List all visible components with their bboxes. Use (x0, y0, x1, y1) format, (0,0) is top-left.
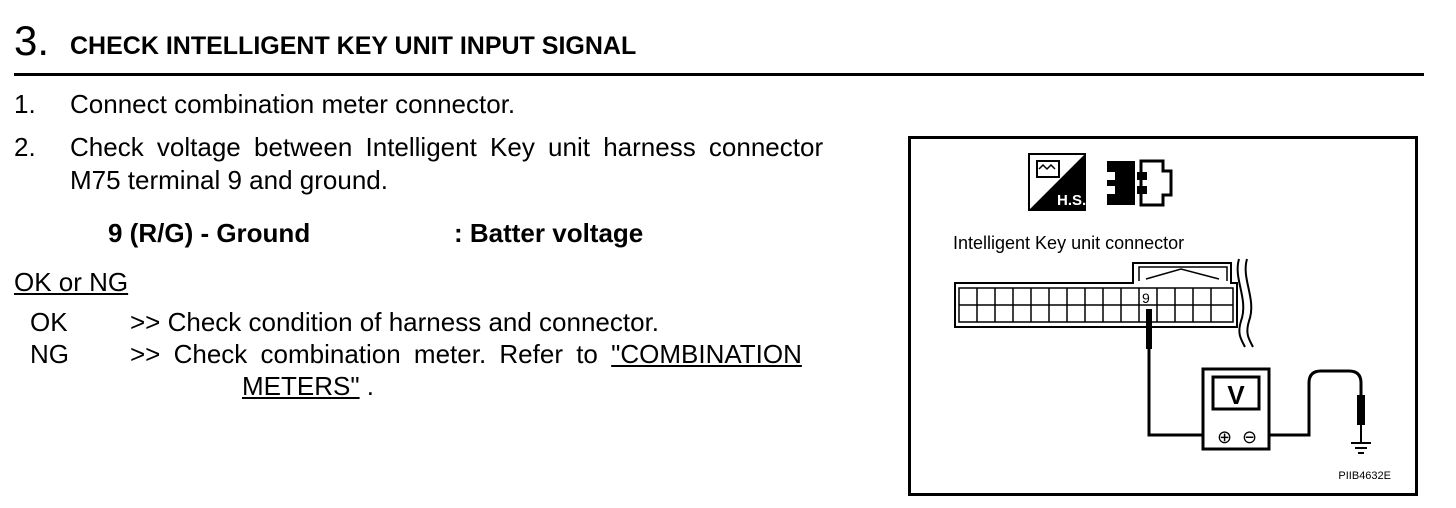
ng-label: NG (30, 339, 69, 369)
spec-terminal: 9 (R/G) - Ground (108, 218, 311, 248)
figure-id: PIIB4632E (1338, 470, 1391, 482)
connector-icon (1103, 159, 1173, 207)
combination-meters-link-part1[interactable]: "COMBINATION (611, 339, 802, 369)
positive-terminal-icon: ⊕ (1217, 427, 1232, 448)
terminal-9-label: 9 (1142, 290, 1150, 306)
combination-meters-link-part2[interactable]: METERS" (242, 371, 360, 401)
step-1-text: Connect combination meter connector. (70, 89, 516, 119)
positive-probe (1146, 309, 1203, 437)
ng-action-suffix: . (359, 371, 375, 401)
voltmeter: V ⊕ ⊖ (1201, 367, 1271, 451)
step-2-text-line2: M75 terminal 9 and ground. (70, 165, 388, 195)
ground-lead (1269, 369, 1365, 443)
ok-label: OK (30, 307, 68, 337)
ground-icon (1351, 442, 1371, 454)
connector-label: Intelligent Key unit connector (953, 233, 1184, 253)
header-rule (14, 73, 1424, 76)
spec-value: : Batter voltage (454, 218, 644, 248)
intelligent-key-connector: 9 (954, 258, 1254, 348)
negative-terminal-icon: ⊖ (1242, 427, 1257, 448)
hs-label: H.S. (1057, 192, 1086, 209)
voltmeter-label: V (1227, 380, 1245, 410)
ng-action-prefix: >> Check combination meter. Refer to (130, 339, 612, 369)
step-2-text-line1: Check voltage between Intelligent Key un… (70, 132, 824, 162)
ng-action-text: >> Check combination meter. Refer to "CO… (130, 338, 802, 370)
step-number: 3. (14, 17, 50, 64)
wiring-diagram-svg: H.S. Intelligent Key unit connector (953, 153, 1391, 482)
ng-action-text-line2: METERS" . (242, 370, 374, 402)
harness-side-icon: H.S. (1028, 153, 1086, 211)
result-heading: OK or NG (14, 267, 129, 297)
ok-action-text: >> Check condition of harness and connec… (130, 307, 660, 337)
step-title: CHECK INTELLIGENT KEY UNIT INPUT SIGNAL (70, 32, 637, 60)
step-1-number: 1. (14, 89, 36, 119)
step-2-number: 2. (14, 132, 36, 162)
wiring-diagram-figure: H.S. Intelligent Key unit connector (908, 136, 1418, 496)
